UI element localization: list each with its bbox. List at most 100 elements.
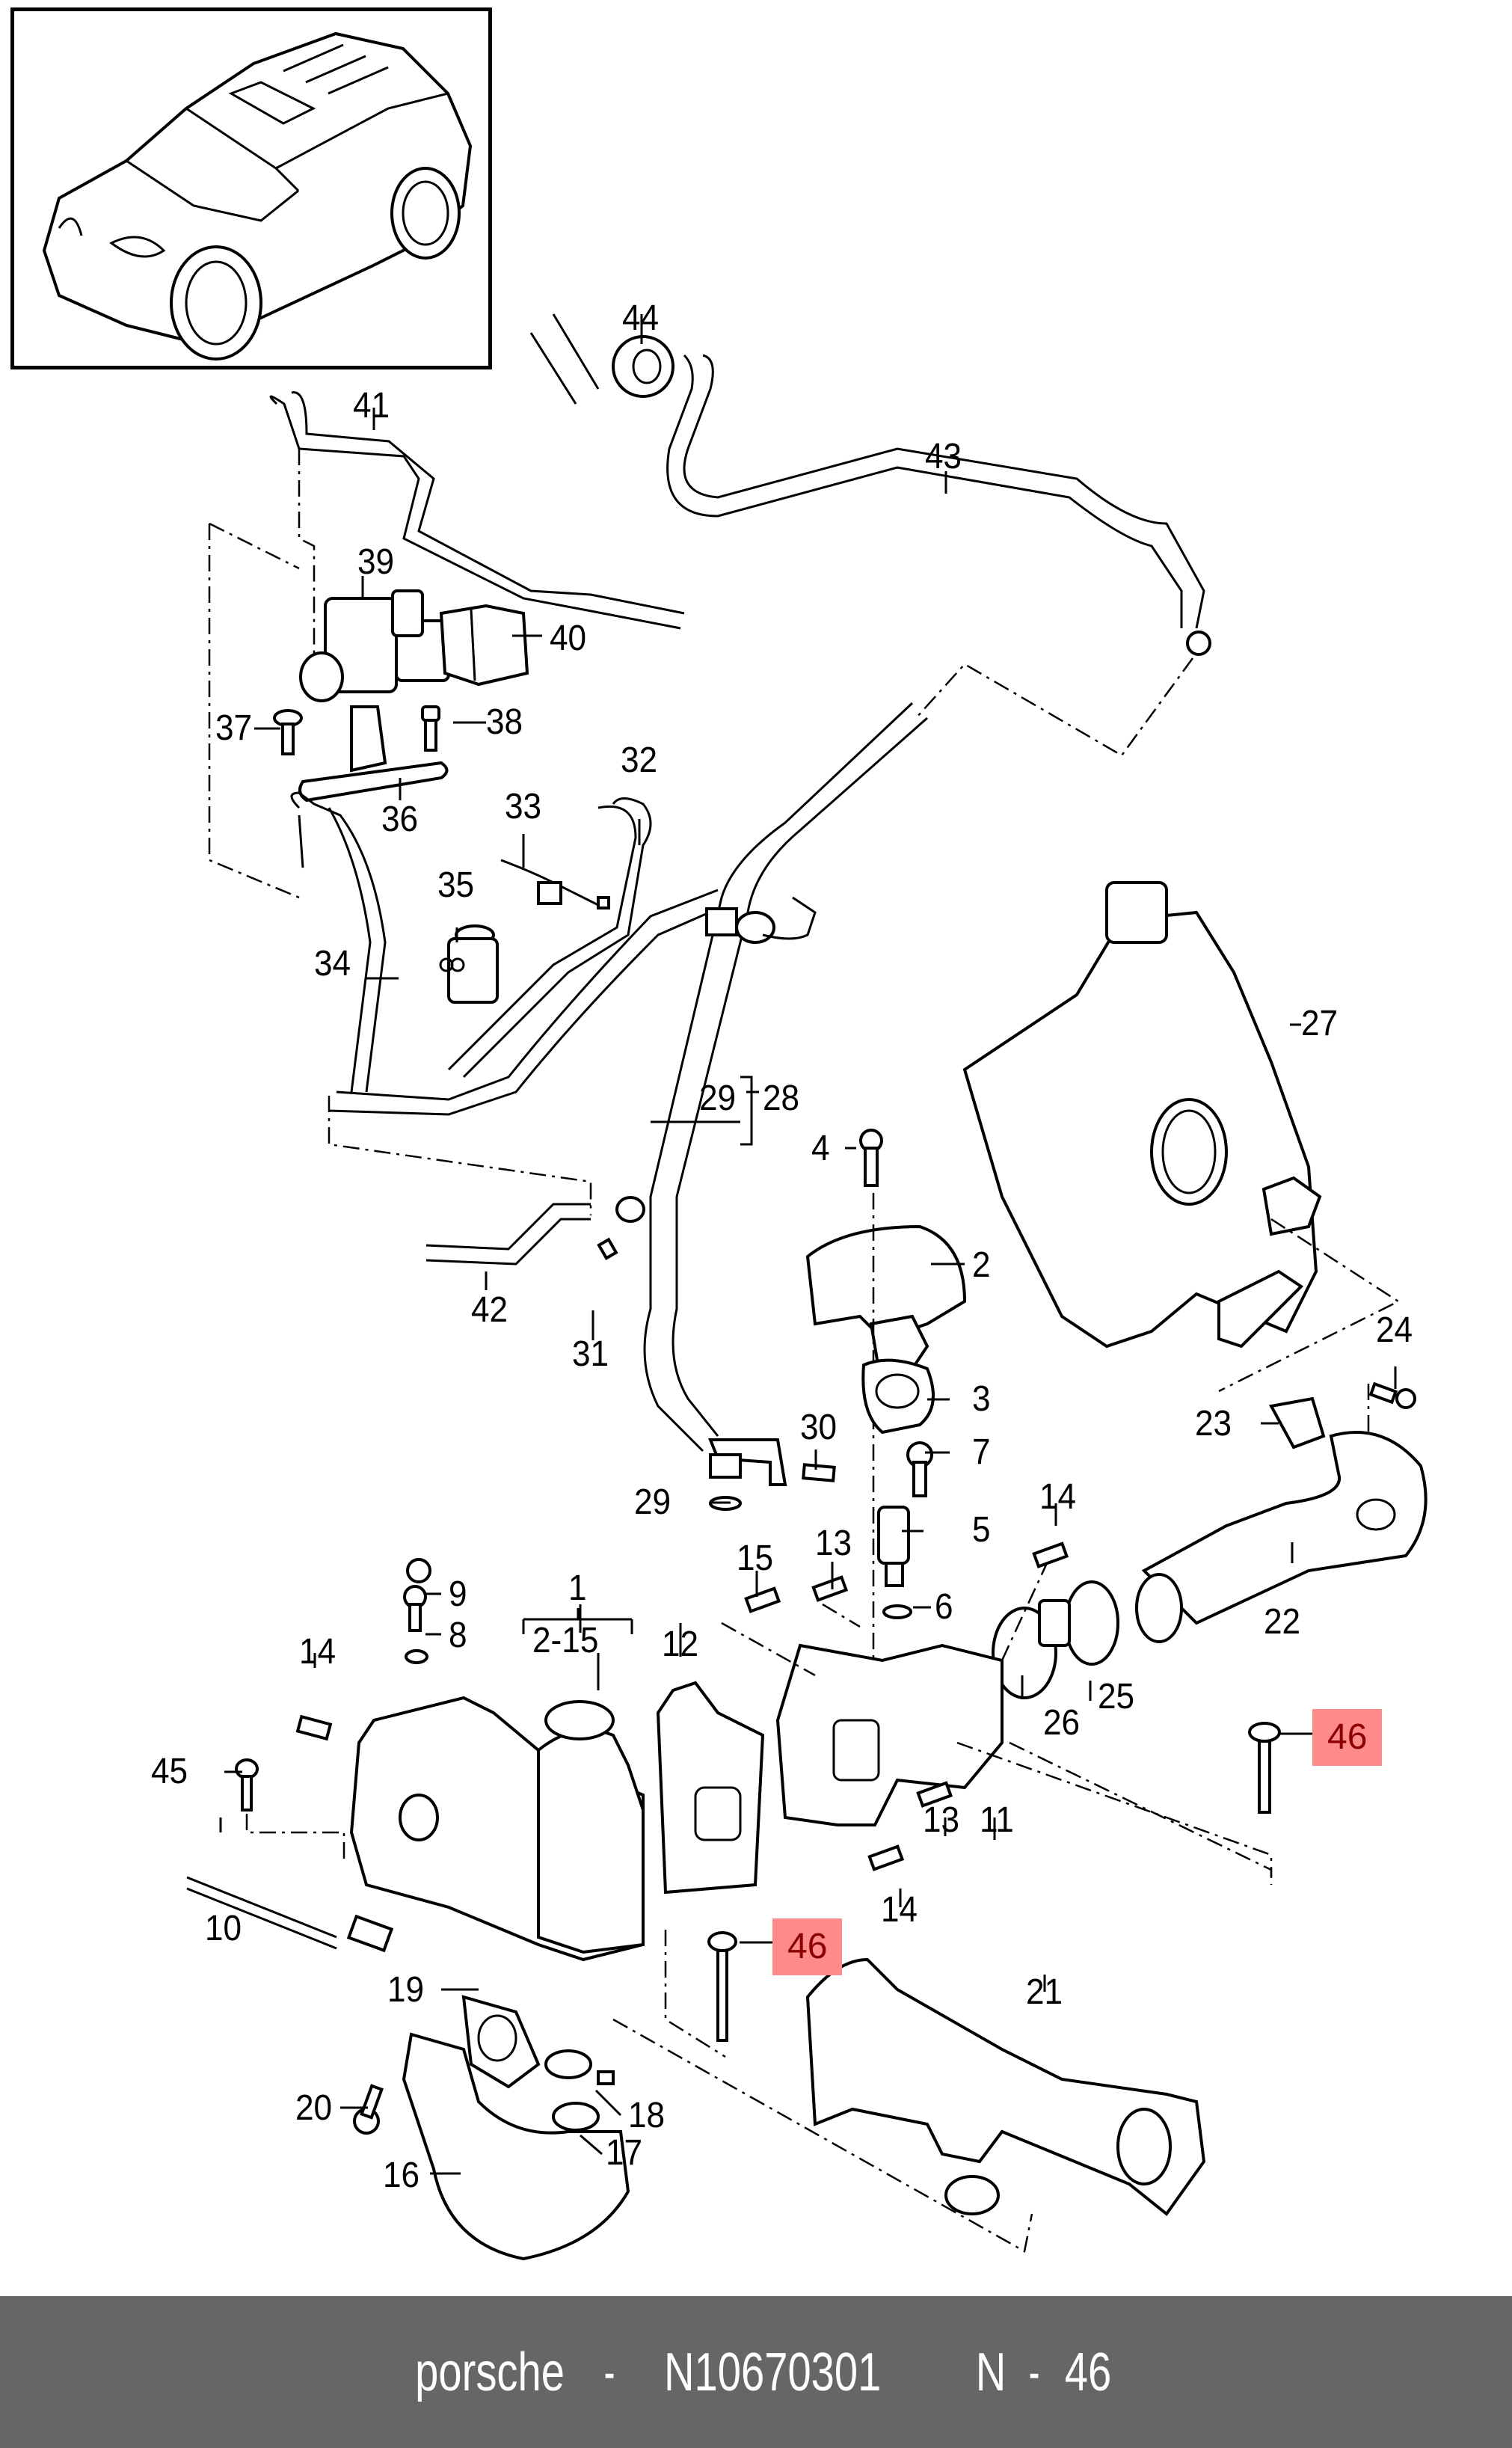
part-46-bolt-upper[interactable] (1248, 1722, 1281, 1814)
car-outline-icon (42, 31, 473, 361)
part-5-sensor (877, 1506, 910, 1587)
callout-35: 35 (437, 865, 475, 905)
callout-38: 38 (486, 702, 523, 742)
part-23-gasket (1268, 1396, 1326, 1450)
part-27-turbocharger (962, 881, 1322, 1349)
callout-41: 41 (353, 386, 390, 426)
part-42-hose (425, 1203, 591, 1266)
callout-21: 21 (1026, 1972, 1063, 2012)
footer-separator-2: - (1028, 2342, 1040, 2402)
part-13-bolt-lower (916, 1781, 953, 1808)
part-15-bolt (744, 1586, 781, 1613)
callout-6: 6 (935, 1587, 953, 1627)
part-24-screw (1368, 1381, 1416, 1409)
part-6-oring (882, 1604, 912, 1619)
part-26-clamp (992, 1599, 1071, 1699)
leader-lines (219, 314, 1397, 2175)
callout-16: 16 (383, 2156, 420, 2195)
callout-25: 25 (1098, 1677, 1135, 1717)
part-14-bolt-left (295, 1714, 333, 1741)
part-44-fitting (529, 313, 674, 405)
part-3-gasket (861, 1358, 935, 1435)
callout-3: 3 (972, 1379, 991, 1419)
footer-separator: - (603, 2342, 615, 2402)
part-1-egr-cooler (349, 1558, 645, 1962)
callout-10: 10 (205, 1909, 242, 1948)
part-34-hose (290, 791, 719, 1116)
part-10-sensor (186, 1876, 394, 1953)
part-19-gasket (461, 1995, 541, 2089)
part-14-bolt-right (1032, 1541, 1069, 1568)
part-7-screw (906, 1441, 933, 1497)
callout-13-lower: 13 (923, 1800, 960, 1840)
callout-22: 22 (1264, 1602, 1301, 1642)
callout-2: 2 (972, 1245, 991, 1285)
callout-40: 40 (550, 619, 587, 658)
callout-23: 23 (1195, 1404, 1232, 1444)
footer-position-prefix: N (975, 2342, 1007, 2402)
callout-20: 20 (295, 2088, 333, 2128)
part-29-hose (643, 702, 928, 1452)
callout-42: 42 (471, 1290, 508, 1330)
diagram-drawing (186, 313, 1428, 2261)
callout-13-upper: 13 (815, 1524, 852, 1563)
callout-14-left: 14 (299, 1632, 336, 1672)
callout-27: 27 (1301, 1004, 1339, 1043)
callout-28: 28 (763, 1079, 800, 1118)
part-41-hose (269, 391, 685, 630)
part-25-clamp-ring (1064, 1580, 1119, 1666)
callout-37: 37 (215, 708, 253, 748)
part-46-bolt-lower[interactable] (707, 1931, 737, 2042)
part-8-washer (405, 1649, 428, 1664)
callout-11: 11 (980, 1800, 1014, 1840)
callout-46-highlighted-upper[interactable]: 46 (1312, 1709, 1383, 1766)
part-18-clamp (544, 2049, 615, 2085)
callout-4: 4 (811, 1129, 830, 1168)
part-39-valve (299, 589, 450, 702)
part-33-cable-tie (500, 859, 610, 909)
footer-brand: porsche (414, 2342, 565, 2402)
callout-34: 34 (314, 944, 351, 984)
callout-45: 45 (151, 1752, 188, 1791)
part-40-connector (439, 604, 529, 687)
callout-31: 31 (572, 1334, 609, 1374)
callout-43: 43 (925, 437, 962, 476)
callout-7: 7 (972, 1432, 991, 1472)
callout-30: 30 (800, 1408, 838, 1447)
callout-29-bracket: 29 (634, 1482, 672, 1522)
callout-24: 24 (1376, 1310, 1413, 1350)
part-35-valve (439, 924, 499, 1004)
callout-1: 1 (568, 1568, 587, 1608)
callout-44: 44 (622, 298, 660, 338)
callout-17: 17 (606, 2133, 643, 2173)
footer-position-number: 46 (1065, 2342, 1112, 2402)
callout-5: 5 (972, 1510, 991, 1550)
callout-9: 9 (449, 1574, 467, 1614)
part-31-screw (597, 1196, 645, 1260)
callout-19: 19 (387, 1970, 425, 2010)
callout-33: 33 (505, 787, 542, 826)
part-11-egr-flange (775, 1643, 1004, 1826)
callout-2-15: 2-15 (532, 1621, 599, 1660)
footer-part-number: N10670301 (663, 2342, 882, 2402)
callout-29-hose: 29 (699, 1079, 737, 1118)
callout-26: 26 (1043, 1703, 1081, 1743)
vehicle-thumbnail (10, 7, 492, 369)
part-32-hose (447, 797, 652, 1079)
callout-15: 15 (737, 1539, 774, 1578)
part-14-bolt-lower (867, 1844, 905, 1871)
callout-46-highlighted-lower[interactable]: 46 (772, 1918, 843, 1975)
callout-36: 36 (381, 800, 419, 839)
part-29-bracket (708, 1438, 787, 1511)
parts-diagram: 44 43 41 39 40 37 38 36 32 33 35 34 27 2… (10, 7, 1428, 2261)
part-9-screw (403, 1585, 427, 1632)
callout-18: 18 (628, 2096, 666, 2135)
callout-14-lower: 14 (881, 1890, 918, 1930)
part-20-screw (353, 2084, 384, 2135)
part-21-intake-pipe (805, 1957, 1206, 2216)
part-16-coolant-pipe (402, 2032, 630, 2261)
callout-14-right: 14 (1039, 1477, 1077, 1517)
part-38-screw (421, 705, 440, 752)
callout-8: 8 (449, 1616, 467, 1655)
part-12-gasket (656, 1681, 765, 1895)
